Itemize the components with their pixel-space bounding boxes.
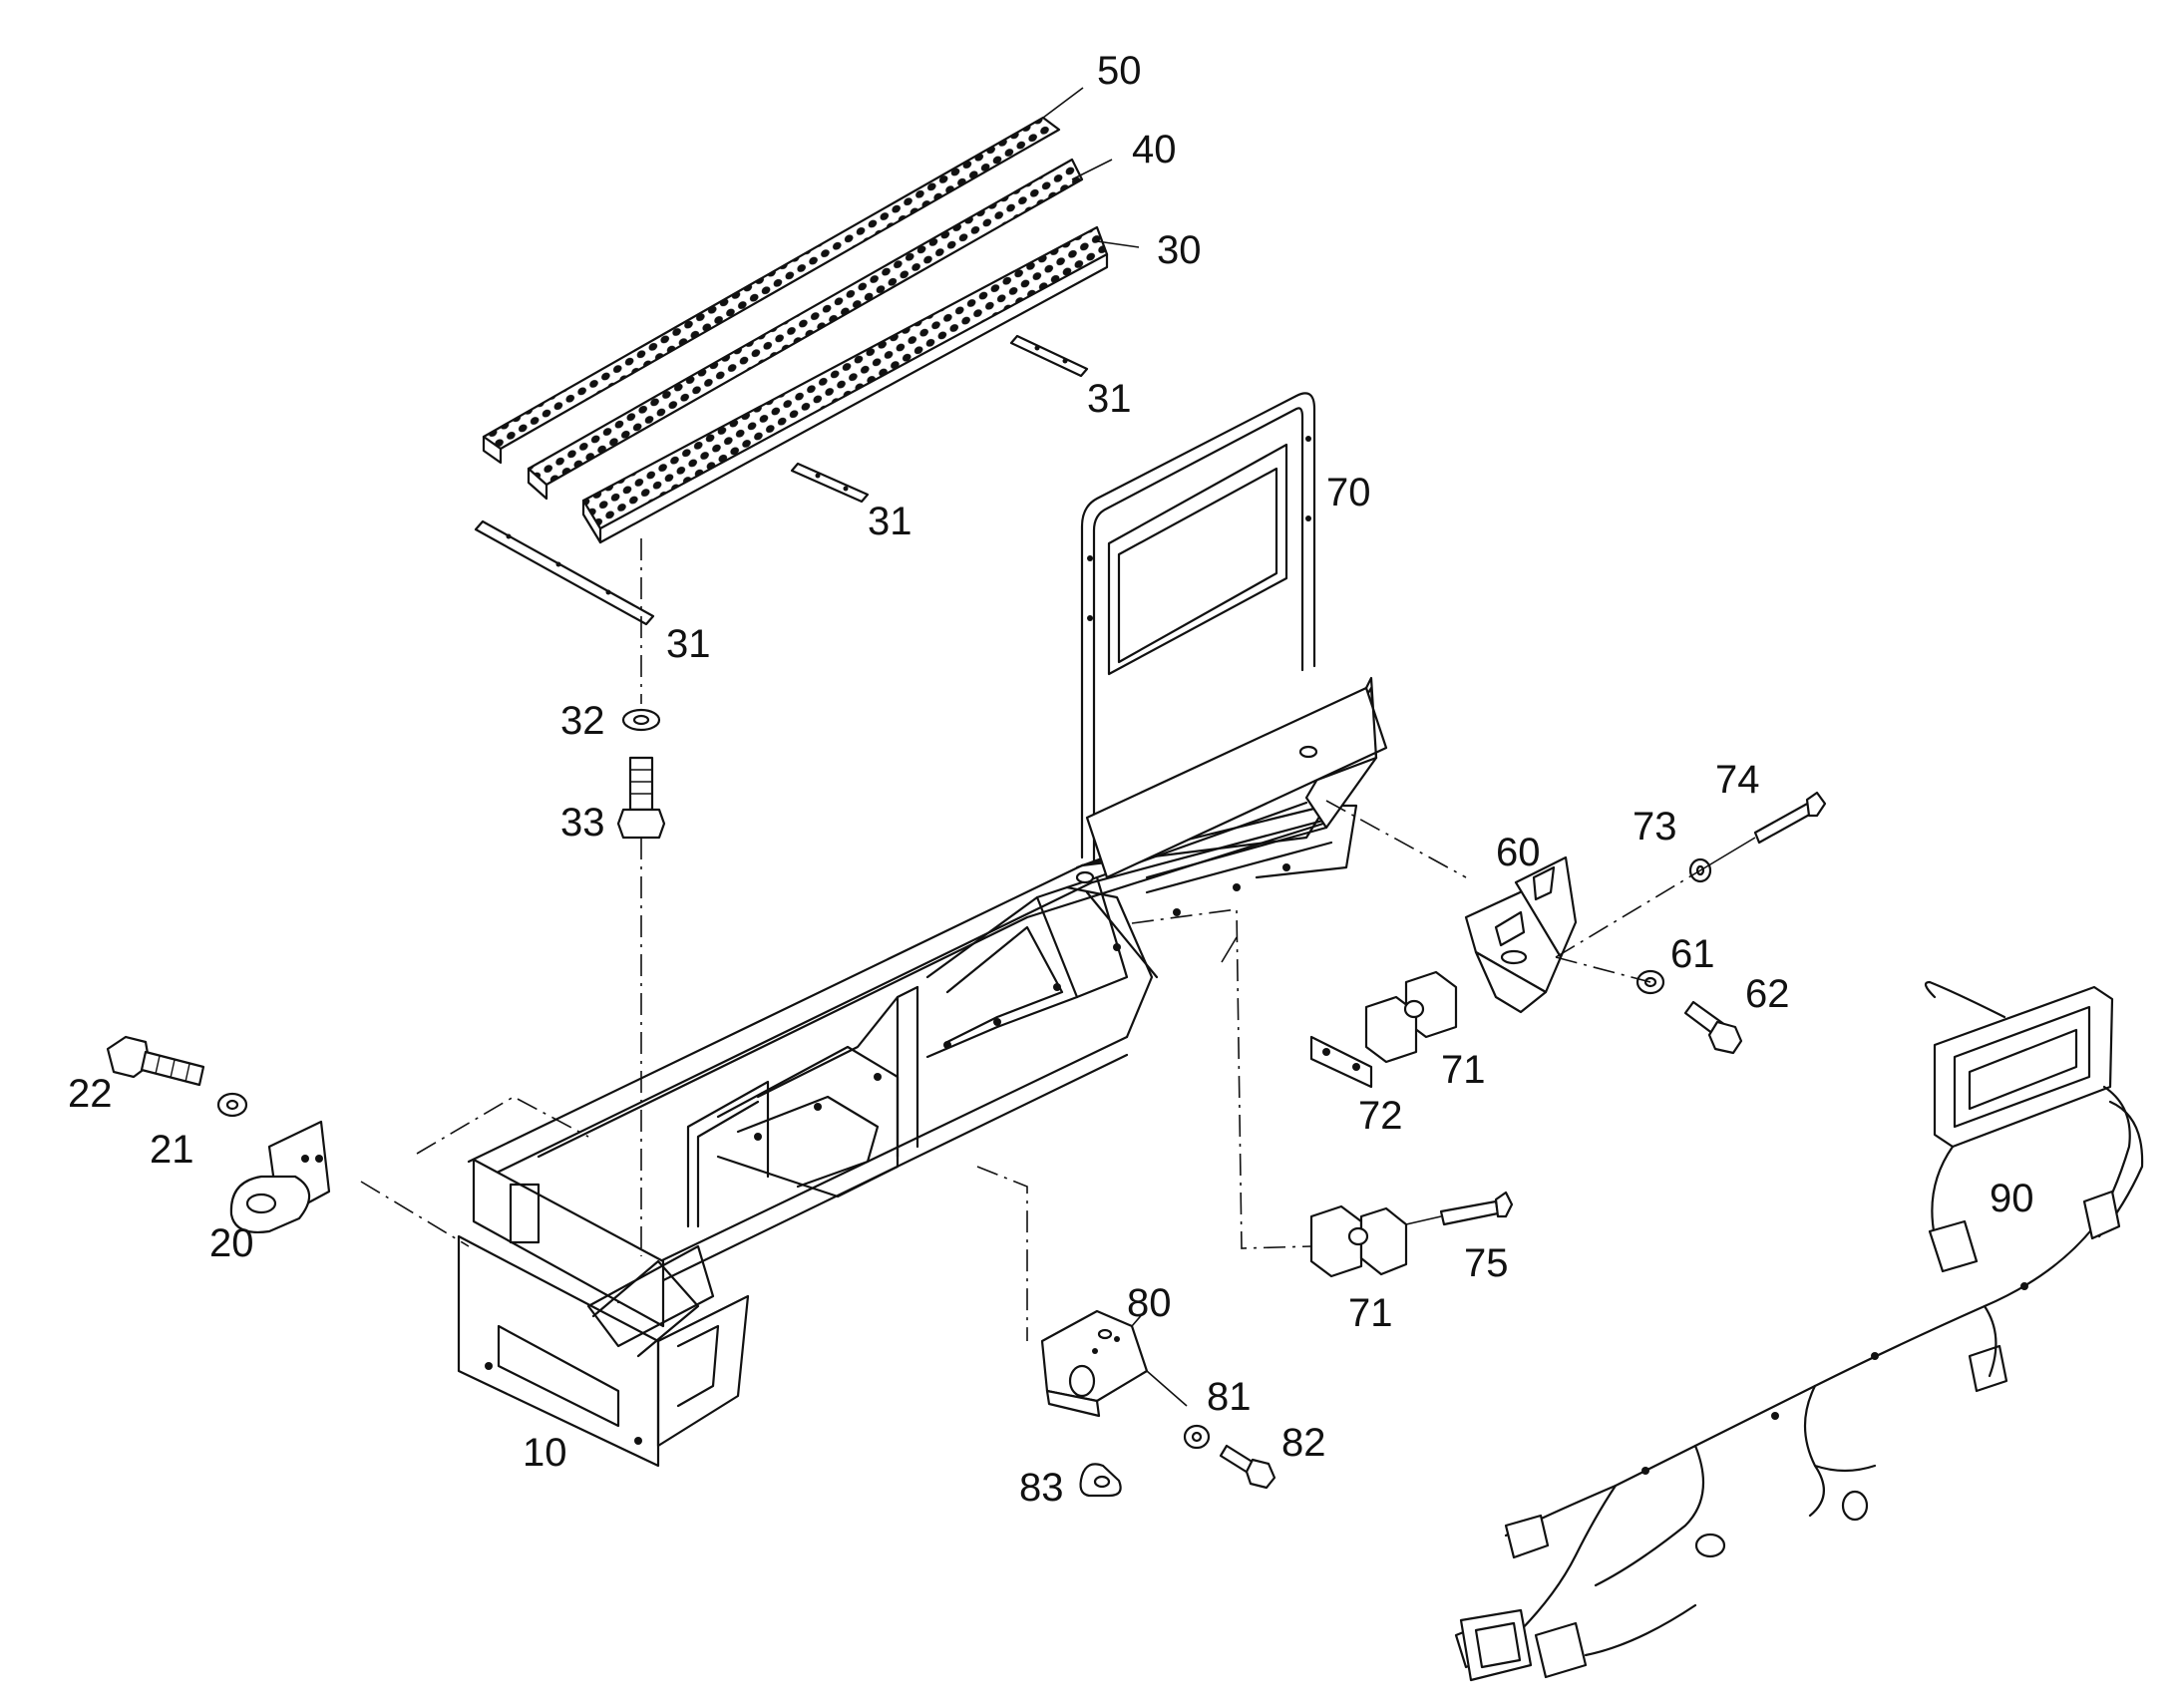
plate-72: [1309, 1035, 1373, 1089]
callout-71-upper: 71: [1441, 1048, 1486, 1092]
clamp-71-upper: [1364, 970, 1458, 1064]
callout-40: 40: [1132, 128, 1177, 171]
callout-31-left: 31: [666, 622, 711, 666]
bracket-80: [1040, 1309, 1188, 1418]
callout-50: 50: [1097, 49, 1142, 93]
callout-30: 30: [1157, 228, 1202, 272]
callout-83: 83: [1019, 1466, 1064, 1510]
callout-22: 22: [68, 1072, 113, 1116]
callout-60: 60: [1496, 831, 1541, 874]
bolt-33: [616, 756, 666, 840]
callout-10: 10: [523, 1431, 567, 1475]
callout-75: 75: [1464, 1241, 1509, 1285]
callout-71-lower: 71: [1348, 1291, 1393, 1335]
grating-panel-50: [482, 116, 1061, 465]
rear-deck-plate: [1075, 676, 1388, 884]
bolt-74: [1699, 791, 1827, 871]
callout-90: 90: [1990, 1177, 2034, 1220]
callout-62: 62: [1745, 972, 1790, 1016]
callout-81: 81: [1207, 1375, 1252, 1419]
bolt-75: [1405, 1191, 1514, 1226]
mounting-strip-31-left: [474, 519, 655, 626]
bolt-62: [1683, 1000, 1743, 1055]
callout-32: 32: [560, 699, 605, 743]
grating-panel-40: [527, 158, 1084, 501]
leader-lines: [1042, 87, 1238, 1327]
callout-31-middle: 31: [868, 500, 912, 543]
callout-33: 33: [560, 801, 605, 845]
step-bracket-60: [1464, 855, 1578, 1014]
callout-82: 82: [1281, 1421, 1326, 1465]
handrail-70: [1080, 392, 1316, 863]
lifting-bracket-20: [229, 1120, 331, 1233]
mounting-strip-31-right: [1009, 334, 1089, 378]
washer-32: [621, 708, 661, 732]
washer-21: [216, 1092, 248, 1118]
callout-70: 70: [1326, 471, 1371, 514]
callout-20: 20: [209, 1221, 254, 1265]
callout-74: 74: [1715, 758, 1760, 802]
main-frame-10: [457, 686, 1378, 1468]
callout-21: 21: [150, 1128, 194, 1172]
callout-labels: 10 20 21 22 30 31 31 31 32 33 40 50 60 6…: [68, 49, 2034, 1510]
assembly-lines: [360, 538, 1701, 1341]
mount-83: [1079, 1463, 1122, 1498]
callout-72: 72: [1358, 1094, 1403, 1138]
grating-panel-30: [581, 225, 1109, 544]
wiring-harness-90: [1454, 980, 2144, 1682]
callout-61: 61: [1670, 932, 1715, 976]
callout-80: 80: [1127, 1281, 1172, 1325]
mounting-strip-31-middle: [790, 462, 870, 504]
callout-31-right: 31: [1087, 377, 1132, 421]
clamp-71-lower: [1309, 1204, 1408, 1278]
bolt-82: [1219, 1444, 1276, 1490]
callout-73: 73: [1633, 805, 1677, 849]
washer-81: [1183, 1424, 1211, 1450]
bolt-22: [106, 1035, 205, 1087]
